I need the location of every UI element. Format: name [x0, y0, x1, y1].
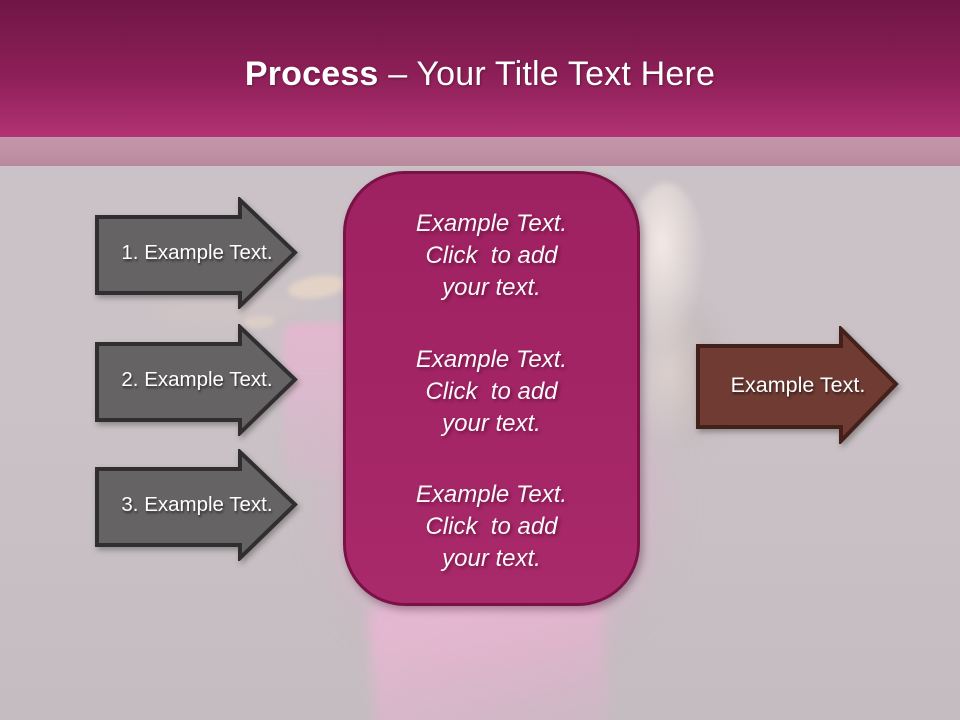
process-step-2-arrow[interactable]: 2. Example Text. [95, 324, 299, 436]
process-step-3-label: 3. Example Text. [121, 493, 273, 516]
right-arrow-shape-icon [95, 449, 298, 561]
process-step-2-label: 2. Example Text. [121, 368, 273, 391]
center-text-block-1[interactable]: Example Text. Click to add your text. [415, 210, 568, 301]
slide-title-bold: Process [244, 55, 379, 93]
slide-title-rest: – Your Title Text Here [388, 55, 716, 93]
accent-stripe [0, 137, 960, 166]
right-arrow-shape-icon [696, 326, 899, 444]
center-text-block-3[interactable]: Example Text. Click to add your text. [415, 481, 568, 572]
center-text-placeholder[interactable]: Example Text. Click to add your text. Ex… [343, 171, 640, 606]
background-dancer-dress-hem [367, 587, 612, 720]
process-output-label: Example Text. [730, 372, 866, 397]
process-step-1-arrow[interactable]: 1. Example Text. [95, 197, 299, 309]
process-step-1-label: 1. Example Text. [121, 241, 273, 264]
right-arrow-shape-icon [95, 197, 298, 309]
process-output-arrow[interactable]: Example Text. [696, 326, 900, 444]
process-step-3-arrow[interactable]: 3. Example Text. [95, 449, 299, 561]
slide-title[interactable]: Process – Your Title Text Here [245, 55, 715, 94]
center-text-block-2[interactable]: Example Text. Click to add your text. [415, 345, 568, 437]
title-banner: Process – Your Title Text Here [0, 0, 960, 137]
right-arrow-shape-icon [95, 324, 298, 436]
